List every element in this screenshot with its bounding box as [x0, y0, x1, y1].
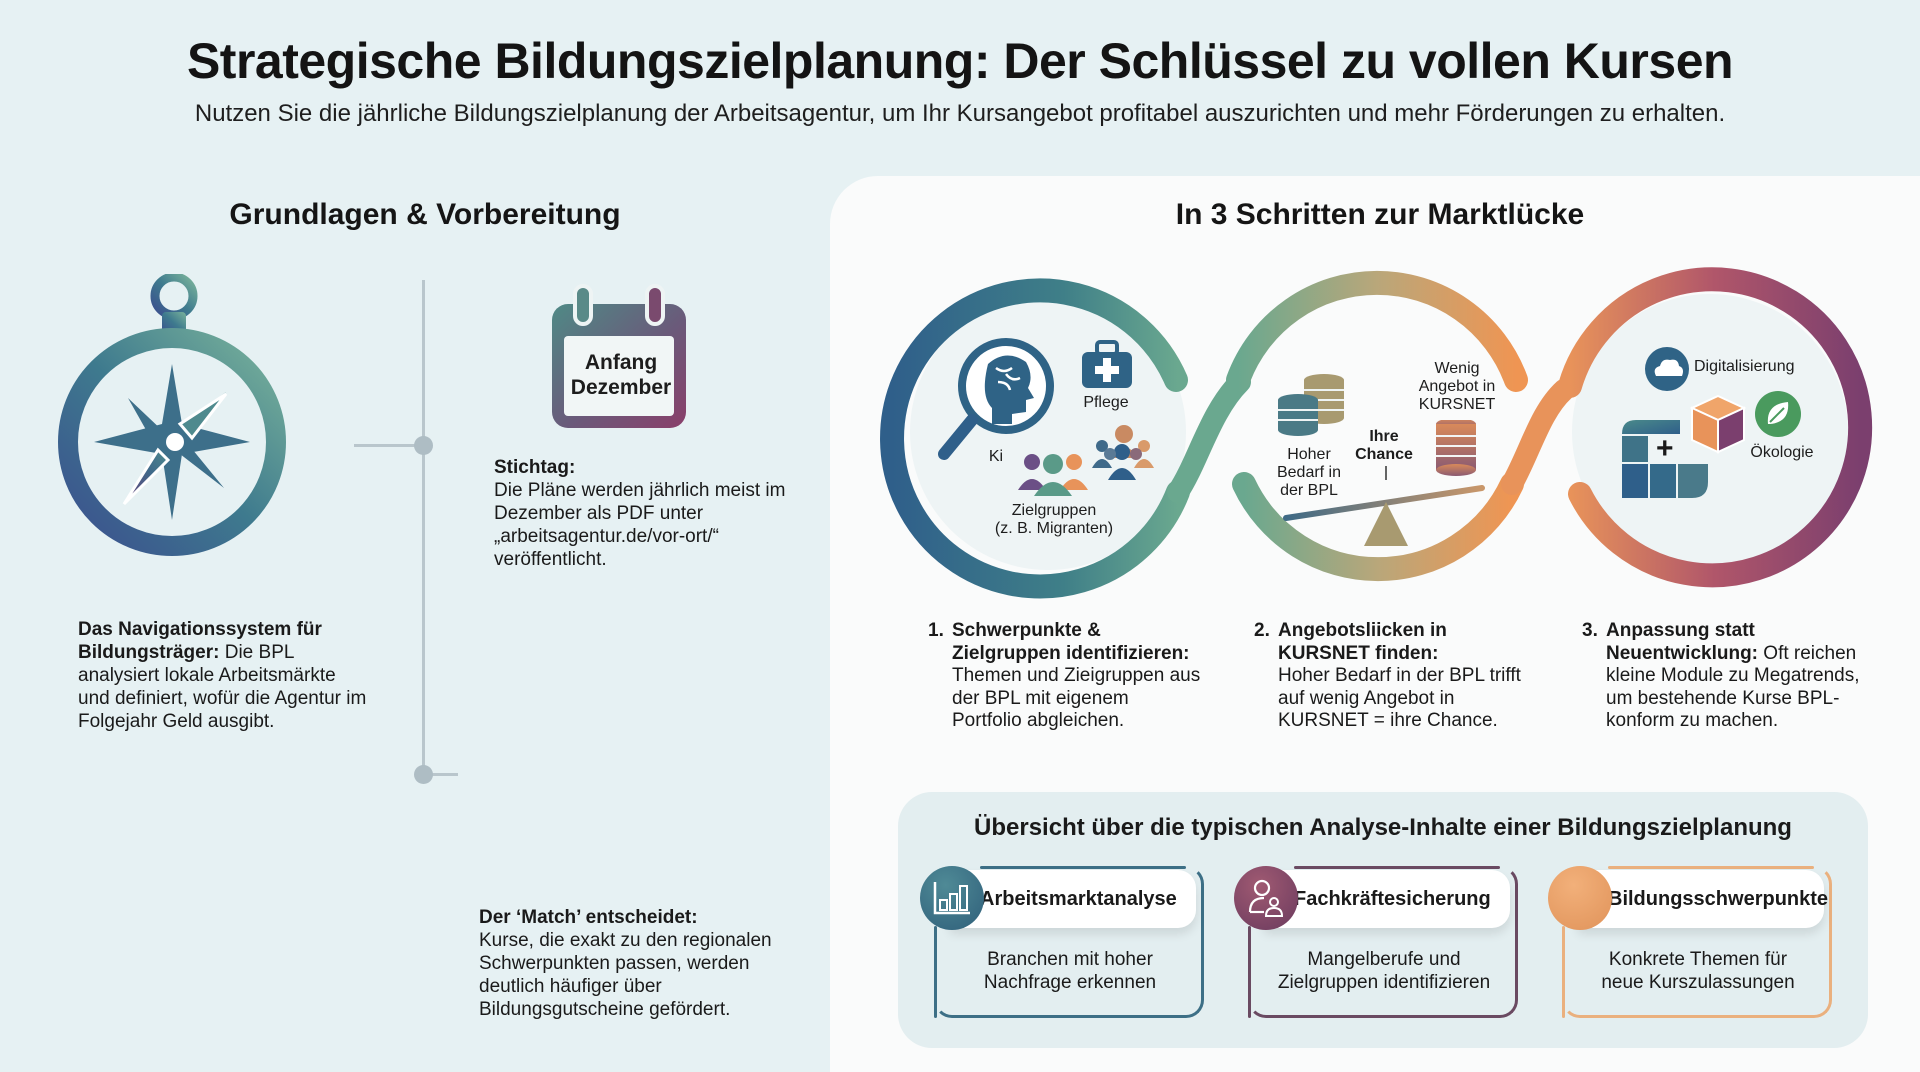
- card-bildungsschwerpunkte: Bildungsschwerpunkte Konkrete Themen für…: [1548, 866, 1832, 1018]
- overview-title: Übersicht über die typischen Analyse-Inh…: [974, 814, 1792, 841]
- people-icon: [1234, 866, 1298, 930]
- hoher-line2: Bedarf in: [1276, 464, 1342, 481]
- wenig-line2: Angebot in: [1418, 378, 1496, 395]
- calendar-date: Anfang Dezember: [556, 350, 686, 400]
- coin-stack-icon: [1278, 374, 1344, 436]
- pflege-label: Pflege: [1083, 394, 1129, 411]
- timeline-node: [414, 436, 433, 455]
- ihre-chance-label: Ihre Chance: [1350, 428, 1418, 464]
- step-1-text: Themen und Zieigruppen aus der BPL mit e…: [952, 665, 1201, 731]
- card-header: Fachkräftesicherung: [1264, 870, 1510, 928]
- module-blocks-icon: +: [1622, 420, 1708, 498]
- timeline-line: [422, 280, 425, 776]
- calendar-line1: Anfang: [584, 351, 658, 374]
- card-frame-top: [980, 866, 1186, 869]
- step-1-number: 1.: [928, 620, 944, 641]
- card-frame-left: [1248, 926, 1251, 1018]
- wenig-angebot-label: Wenig Angebot in KURSNET: [1410, 360, 1504, 414]
- card-desc-line2: Zielgruppen identifizieren: [1277, 972, 1491, 993]
- stichtag-text: Die Pläne werden jährlich meist im Dezem…: [494, 480, 786, 570]
- timeline-node: [414, 765, 433, 784]
- card-frame-top: [1294, 866, 1500, 869]
- page-title: Strategische Bildungszielplanung: Der Sc…: [186, 33, 1734, 89]
- card-frame: [934, 866, 1204, 1018]
- stichtag-label: Stichtag:: [494, 457, 576, 478]
- card-fachkraeftesicherung: Fachkräftesicherung Mangelberufe und Zie…: [1234, 866, 1518, 1018]
- match-text: Kurse, die exakt zu den regionalen Schwe…: [479, 930, 772, 1020]
- balance-scale-icon: [1283, 420, 1485, 546]
- card-description: Mangelberufe und Zielgruppen identifizie…: [1254, 948, 1514, 994]
- card-desc-line2: neue Kurszulassungen: [1601, 972, 1795, 993]
- timeline-connector: [354, 444, 422, 447]
- step-3-title: Anpassung statt Neuentwicklung:: [1606, 620, 1759, 664]
- chance-line2: Chance: [1355, 446, 1413, 463]
- card-frame: [1248, 866, 1518, 1018]
- medical-kit-icon: [1082, 340, 1132, 388]
- card-frame-left: [1562, 926, 1565, 1018]
- brain-magnifier-icon: [938, 338, 1054, 460]
- zielgruppen-line1: Zielgruppen: [1011, 502, 1097, 519]
- step-3-number: 3.: [1582, 620, 1598, 641]
- card-desc-line2: Nachfrage erkennen: [983, 972, 1157, 993]
- calendar-icon: [552, 284, 686, 428]
- step-3-text: Oft reichen kleine Module zu Megatrends,…: [1606, 642, 1860, 732]
- wenig-line3: KURSNET: [1418, 396, 1496, 413]
- match-block: Der ‘Match’ entscheidet: Kurse, die exak…: [479, 906, 799, 1021]
- step-2-number: 2.: [1254, 620, 1270, 641]
- compass-icon: [58, 274, 286, 556]
- hoher-bedarf-label: Hoher Bedarf in der BPL: [1272, 446, 1346, 500]
- match-label: Der ‘Match’ entscheidet:: [479, 907, 698, 928]
- page-subtitle: Nutzen Sie die jährliche Bildungszielpla…: [194, 100, 1726, 127]
- zielgruppen-label: Zielgruppen (z. B. Migranten): [984, 502, 1124, 538]
- card-header: Bildungsschwerpunkte: [1578, 870, 1828, 928]
- chance-line1: Ihre: [1369, 428, 1399, 445]
- card-desc-line1: Branchen mit hoher: [987, 949, 1153, 970]
- card-title: Bildungsschwerpunkte: [1608, 887, 1829, 910]
- card-title: Fachkräftesicherung: [1294, 887, 1491, 910]
- ki-label: Ki: [988, 448, 1004, 465]
- card-description: Branchen mit hoher Nachfrage erkennen: [940, 948, 1200, 994]
- card-desc-line1: Konkrete Themen für: [1608, 949, 1788, 970]
- step-2: 2. Angebotsliicken in KURSNET finden: Ho…: [1254, 620, 1528, 733]
- card-frame-top: [1608, 866, 1814, 869]
- navigation-block: Das Navigationssystem für Bildungsträger…: [78, 618, 368, 733]
- digitalisierung-label: Digitalisierung: [1694, 358, 1795, 375]
- group-icon: [1018, 454, 1088, 496]
- card-arbeitsmarktanalyse: Arbeitsmarktanalyse Branchen mit hoher N…: [920, 866, 1204, 1018]
- card-frame: [1562, 866, 1832, 1018]
- left-section-heading: Grundlagen & Vorbereitung: [229, 198, 621, 231]
- zielgruppen-line2: (z. B. Migranten): [994, 520, 1114, 537]
- calendar-line2: Dezember: [570, 376, 672, 399]
- orange-circle-icon: [1548, 866, 1612, 930]
- stichtag-block: Stichtag: Die Pläne werden jährlich meis…: [494, 456, 794, 571]
- navigation-text: Die BPL analysiert lokale Arbeitsmärkte …: [78, 642, 367, 732]
- hoher-line3: der BPL: [1280, 482, 1338, 499]
- cloud-icon: [1645, 347, 1689, 391]
- cube-icon: [1689, 394, 1747, 454]
- timeline-connector: [424, 773, 458, 776]
- card-frame-left: [934, 926, 937, 1018]
- hoher-line1: Hoher: [1287, 446, 1331, 463]
- step-2-title: Angebotsliicken in KURSNET finden:: [1278, 620, 1447, 664]
- card-title: Arbeitsmarktanalyse: [980, 887, 1177, 910]
- card-header: Arbeitsmarktanalyse: [950, 870, 1196, 928]
- step-1: 1. Schwerpunkte & Zielgruppen identifizi…: [928, 620, 1202, 733]
- card-description: Konkrete Themen für neue Kurszulassungen: [1568, 948, 1828, 994]
- step-3: 3. Anpassung statt Neuentwicklung: Oft r…: [1582, 620, 1876, 733]
- card-desc-line1: Mangelberufe und: [1307, 949, 1461, 970]
- step-1-title: Schwerpunkte & Zielgruppen identifiziere…: [952, 620, 1190, 664]
- oekologie-label: Ökologie: [1750, 444, 1814, 461]
- step-2-text: Hoher Bedarf in der BPL trifft auf wenig…: [1278, 665, 1521, 731]
- right-section-heading: In 3 Schritten zur Marktlücke: [1175, 198, 1585, 231]
- leaf-icon: [1755, 391, 1801, 437]
- crowd-icon: [1092, 425, 1154, 480]
- bar-chart-icon: [920, 866, 984, 930]
- wenig-line1: Wenig: [1434, 360, 1480, 377]
- plus-icon: +: [1656, 432, 1674, 465]
- navigation-label: Das Navigationssystem für Bildungsträger…: [78, 619, 322, 663]
